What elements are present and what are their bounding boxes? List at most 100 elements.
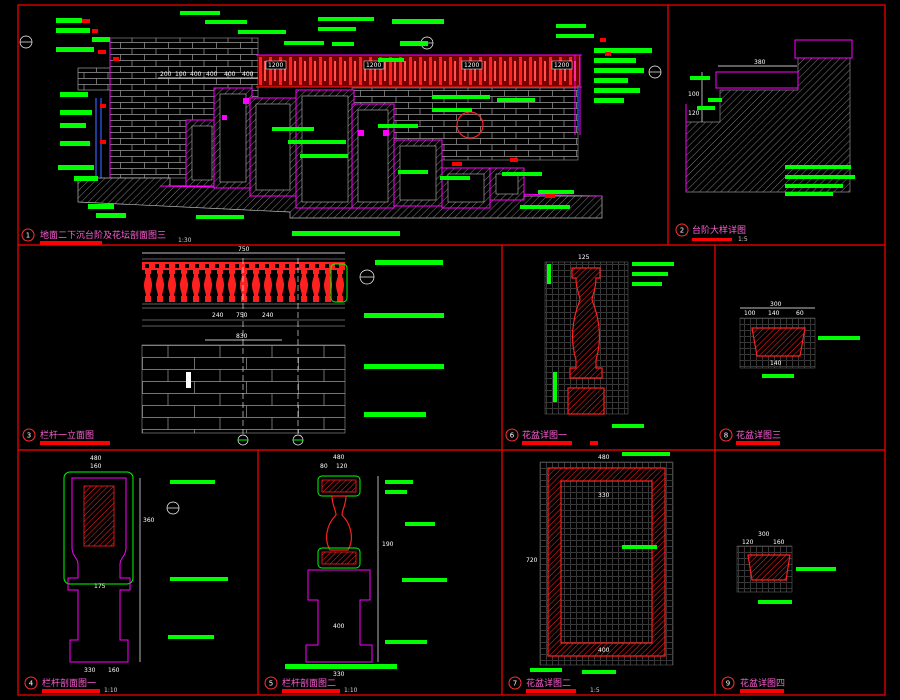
redacted-label-bar <box>60 123 86 128</box>
dimension-text: 400 <box>242 71 254 78</box>
redacted-label-bar <box>385 490 407 494</box>
redacted-label-bar <box>385 640 427 644</box>
panel-number-circle <box>505 428 519 442</box>
panel-number-circle <box>508 676 522 690</box>
redacted-label-bar <box>553 372 557 402</box>
planter-opening <box>357 109 389 203</box>
marker-bar <box>186 372 191 388</box>
dimension-text: 400 <box>190 71 202 78</box>
railing-base-section <box>305 569 373 663</box>
redacted-label-bar <box>272 127 314 131</box>
pot-wall-section <box>547 467 666 657</box>
anchor-point <box>243 98 249 104</box>
dimension-text: 190 <box>382 541 394 548</box>
marker-bar <box>113 57 119 61</box>
dimension-box <box>551 60 573 70</box>
panel-title: 地面二下沉台阶及花坛剖面图三 <box>40 229 166 241</box>
panel-title: 栏杆剖面图二 <box>282 677 336 689</box>
left-pier-brick <box>77 67 111 91</box>
panel-scale: 1:30 <box>178 237 192 244</box>
redacted-label-bar <box>690 76 710 80</box>
panel-number: 4 <box>29 680 34 688</box>
dimension-text: 160 <box>90 463 102 470</box>
outer-border <box>17 4 886 696</box>
redacted-label-bar <box>318 27 356 31</box>
redacted-label-bar <box>785 192 833 196</box>
dimension-text: 400 <box>598 647 610 654</box>
panel-flower-pot-3: 300 100 140 60 140 <box>739 301 816 369</box>
panel-number-circle <box>675 223 689 237</box>
marker-bar <box>590 441 598 445</box>
redacted-label-bar <box>632 272 668 276</box>
redacted-label-bar <box>398 170 428 174</box>
panel-scale: 1:5 <box>590 687 600 694</box>
dimension-text: 750 <box>238 246 250 253</box>
dimension-text: 100 <box>688 91 700 98</box>
redacted-label-bar <box>758 600 792 604</box>
marker-bar <box>740 689 784 693</box>
dimension-box <box>461 60 483 70</box>
panel-titles: 1 地面二下沉台阶及花坛剖面图三 1:30 2 台阶大样详图 1:5 3 栏杆一… <box>21 223 785 694</box>
redacted-label-bar <box>284 41 324 45</box>
panel-scale: 1:10 <box>104 687 118 694</box>
panel-scale: 1:5 <box>738 236 748 243</box>
marker-bar <box>510 158 518 162</box>
panel-number: 1 <box>26 232 30 240</box>
redacted-label-bar <box>582 670 616 674</box>
dimension-text: 240 <box>262 312 274 319</box>
redacted-label-bar <box>400 41 428 46</box>
panel-title: 花盆详图二 <box>526 677 571 689</box>
marker-bar <box>545 194 555 198</box>
railing-end-highlight <box>330 263 348 303</box>
redacted-label-bar <box>402 578 447 582</box>
dimension-text: 80 <box>320 463 328 470</box>
pot-section-shape <box>747 554 791 581</box>
panel-number-circle <box>721 676 735 690</box>
marker-bar <box>526 689 576 693</box>
dimension-text: 125 <box>578 254 590 261</box>
redacted-label-bar <box>92 37 110 42</box>
dimension-text: 750 <box>236 312 248 319</box>
pot-grid-background <box>539 461 674 666</box>
redacted-label-bar <box>196 215 244 219</box>
redacted-label-bar <box>594 88 640 93</box>
panel-title: 花盆详图三 <box>736 429 781 441</box>
redacted-label-bar <box>497 98 535 102</box>
redacted-label-bar <box>392 19 444 24</box>
redacted-label-bar <box>762 374 794 378</box>
step-stone-slab <box>715 71 799 89</box>
dimension-text: 400 <box>206 71 218 78</box>
dimension-text: 400 <box>333 623 345 630</box>
redacted-label-bar <box>74 176 98 181</box>
redacted-label-bar <box>556 24 586 28</box>
redacted-label-bar <box>170 577 228 581</box>
redacted-label-bar <box>405 522 435 526</box>
dimension-text: 1200 <box>268 62 283 69</box>
redacted-label-bar <box>96 213 126 218</box>
railing-post-core <box>83 485 115 547</box>
redacted-label-bar <box>378 124 418 128</box>
anchor-point <box>358 130 364 136</box>
redacted-label-bar <box>170 480 215 484</box>
planter-opening <box>495 173 519 195</box>
dimension-text: 360 <box>143 517 155 524</box>
marker-bar <box>100 140 106 144</box>
redacted-label-bar <box>785 175 855 179</box>
dimension-text: 330 <box>84 667 96 674</box>
redacted-label-bar <box>205 20 247 24</box>
dimension-text: 830 <box>236 333 248 340</box>
marker-bar <box>282 689 340 693</box>
redacted-label-bar <box>432 95 490 99</box>
redacted-label-bar <box>538 190 574 194</box>
planter-opening <box>219 93 247 183</box>
panel-scale: 1:10 <box>344 687 358 694</box>
panel-title: 栏杆剖面图一 <box>42 677 96 689</box>
redacted-label-bar <box>292 231 400 236</box>
redacted-label-bar <box>594 68 644 73</box>
dimension-text: 1200 <box>464 62 479 69</box>
panel-railing-section-2: 480 80 120 190 400 330 <box>305 454 394 678</box>
redacted-label-bar <box>332 42 354 46</box>
dimension-text: 120 <box>336 463 348 470</box>
dimension-text: 160 <box>108 667 120 674</box>
